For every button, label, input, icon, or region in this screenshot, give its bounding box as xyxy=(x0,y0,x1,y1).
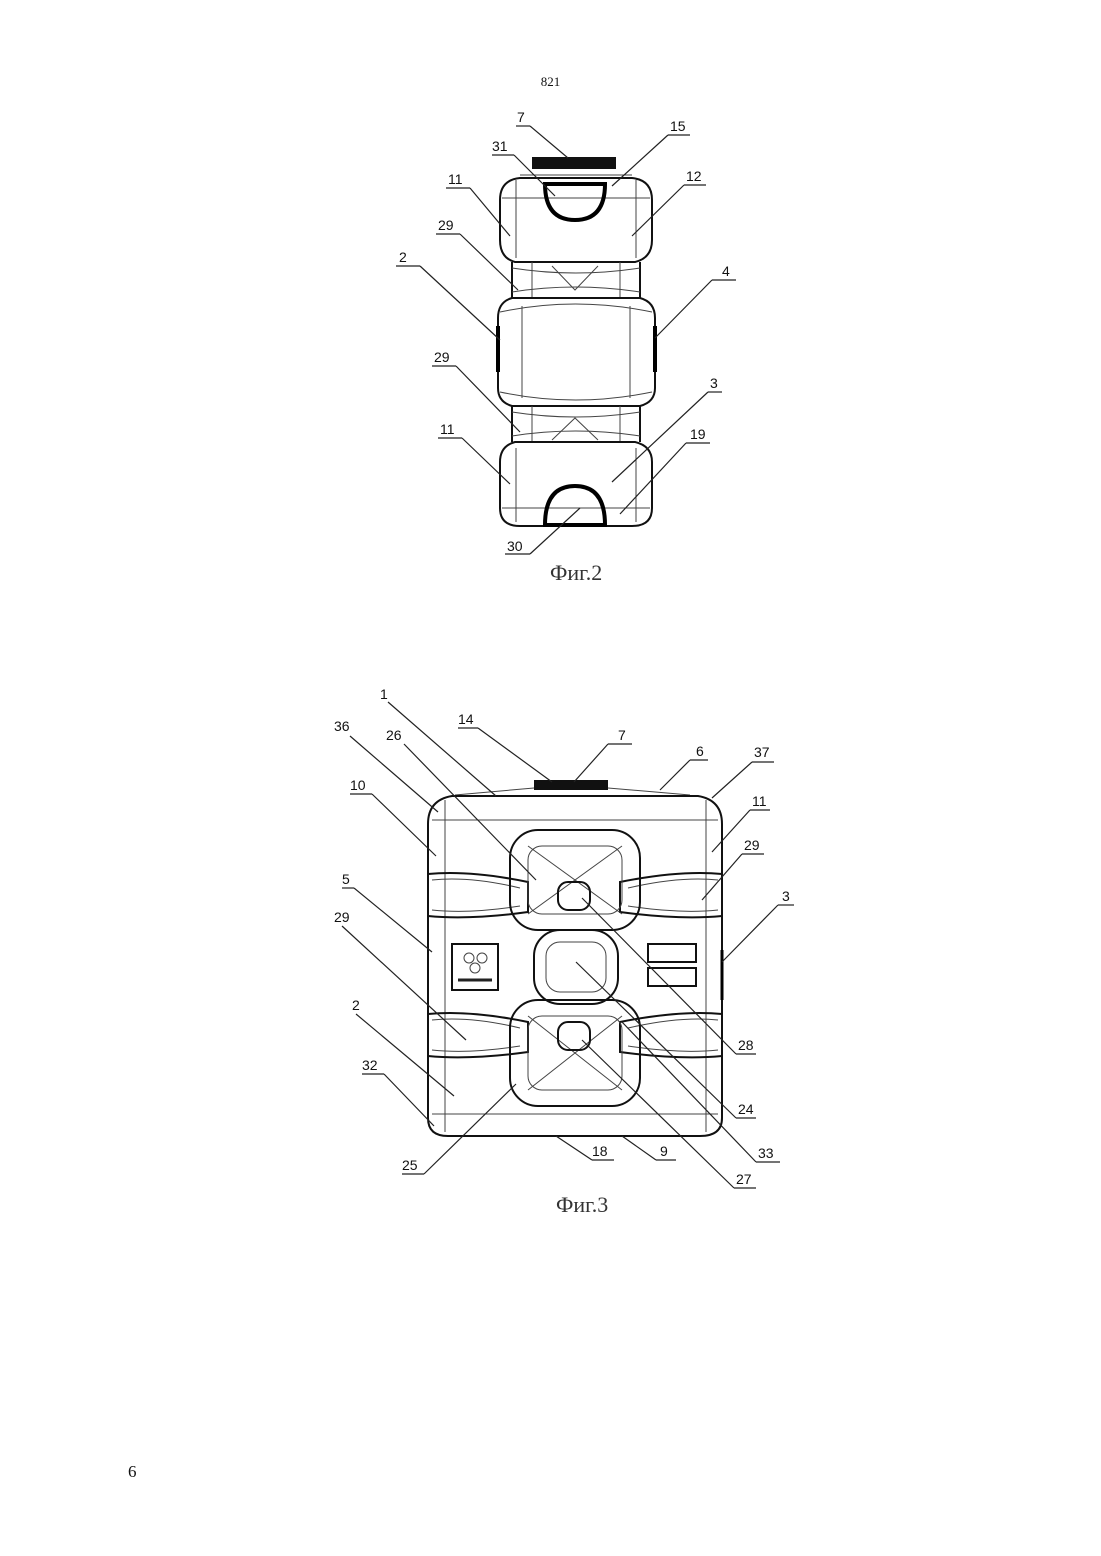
fig3-label-1: 1 xyxy=(380,686,388,702)
top-arch-hole xyxy=(545,184,605,220)
fig2-label-2: 2 xyxy=(399,249,407,265)
tank-body xyxy=(428,796,722,1136)
lid-cap xyxy=(534,780,608,790)
fig3-caption: Фиг.3 xyxy=(556,1192,608,1217)
fig2-caption: Фиг.2 xyxy=(550,560,602,585)
fig3-label-25: 25 xyxy=(402,1157,418,1173)
middle-window xyxy=(534,930,618,1004)
fig2-label-11-top: 11 xyxy=(448,171,463,187)
fig3-label-6: 6 xyxy=(696,743,704,759)
fig2-label-29-lower: 29 xyxy=(434,349,450,365)
fig2-label-31: 31 xyxy=(492,138,508,154)
fig2-label-12: 12 xyxy=(686,168,702,184)
lid-cap xyxy=(532,157,616,169)
fig3-label-3: 3 xyxy=(782,888,790,904)
fig2-label-4: 4 xyxy=(722,263,730,279)
fig3-label-10: 10 xyxy=(350,777,366,793)
fig3-label-11: 11 xyxy=(752,793,767,809)
fig3-label-5: 5 xyxy=(342,871,350,887)
fig2-tank-drawing xyxy=(498,157,655,526)
fig2-label-15: 15 xyxy=(670,118,686,134)
fig3-label-2: 2 xyxy=(352,997,360,1013)
fig2-leaders xyxy=(396,126,736,554)
fig3-leaders xyxy=(342,702,794,1188)
footer-page-number: 6 xyxy=(128,1462,137,1482)
fig2-label-7: 7 xyxy=(517,109,525,125)
fig3-label-26: 26 xyxy=(386,727,402,743)
right-plate-2 xyxy=(648,968,696,986)
figure-3: 1 36 26 14 7 6 37 10 11 29 5 3 29 2 32 2… xyxy=(334,686,794,1217)
fig2-label-3: 3 xyxy=(710,375,718,391)
fig2-label-19: 19 xyxy=(690,426,706,442)
fig2-label-29-upper: 29 xyxy=(438,217,454,233)
upper-knob xyxy=(558,882,590,910)
fig3-label-28: 28 xyxy=(738,1037,754,1053)
fig3-label-24: 24 xyxy=(738,1101,754,1117)
fig3-label-18: 18 xyxy=(592,1143,608,1159)
figure-2: 7 15 31 11 12 29 2 4 29 3 11 19 30 Фиг.2 xyxy=(396,109,736,585)
fig2-label-11-bottom: 11 xyxy=(440,421,455,437)
right-plate-1 xyxy=(648,944,696,962)
fig3-tank-drawing xyxy=(428,780,722,1136)
fig3-label-37: 37 xyxy=(754,744,770,760)
logo-plate xyxy=(452,944,498,990)
fig3-label-32: 32 xyxy=(362,1057,378,1073)
fig2-label-30: 30 xyxy=(507,538,523,554)
fig3-label-14: 14 xyxy=(458,711,474,727)
fig3-label-9: 9 xyxy=(660,1143,668,1159)
fig3-label-36: 36 xyxy=(334,718,350,734)
lower-knob xyxy=(558,1022,590,1050)
bottom-block xyxy=(500,442,652,526)
fig3-label-7: 7 xyxy=(618,727,626,743)
fig3-label-27: 27 xyxy=(736,1171,752,1187)
fig3-label-33: 33 xyxy=(758,1145,774,1161)
fig3-label-29-left: 29 xyxy=(334,909,350,925)
fig3-label-29-right: 29 xyxy=(744,837,760,853)
bottom-arch-hole xyxy=(545,486,605,525)
